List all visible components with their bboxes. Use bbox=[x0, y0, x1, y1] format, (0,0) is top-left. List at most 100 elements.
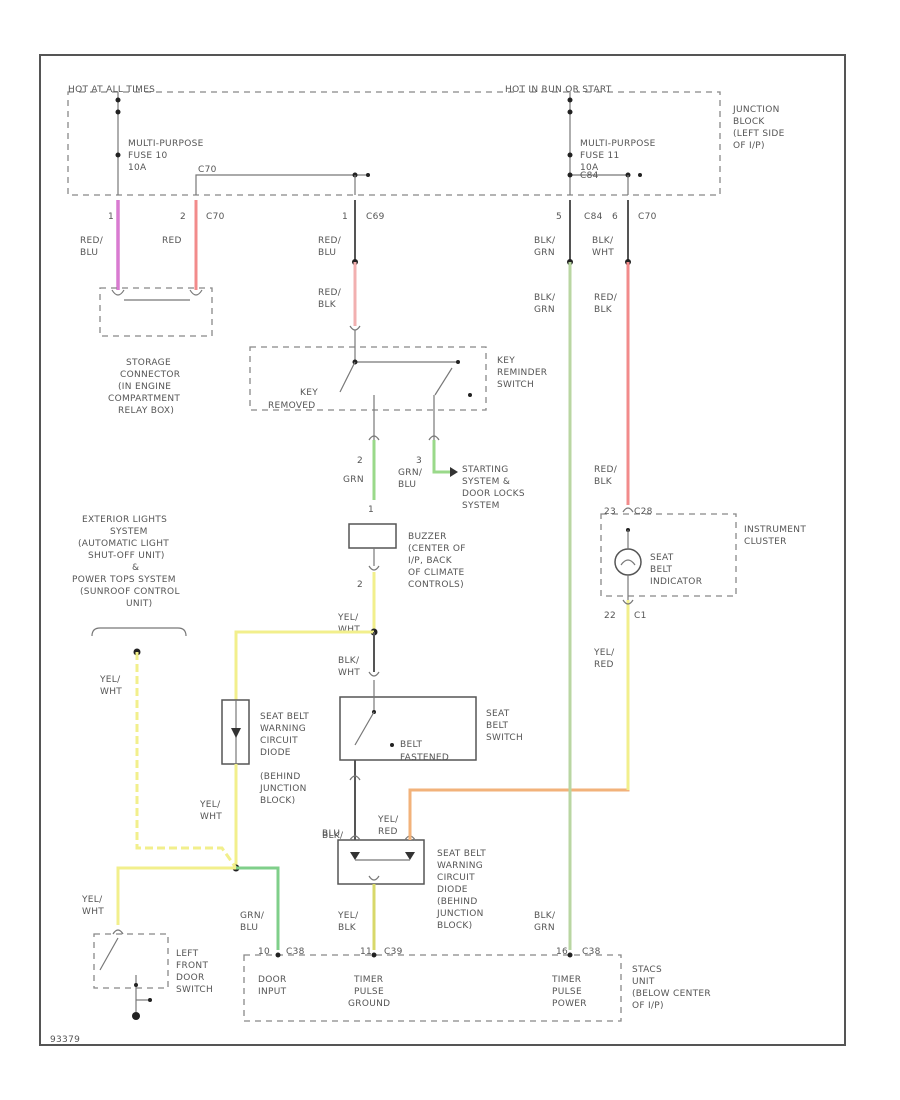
svg-text:YEL/: YEL/ bbox=[337, 911, 359, 921]
svg-text:BLU: BLU bbox=[398, 480, 416, 490]
key-removed-contact bbox=[339, 361, 356, 393]
seat-belt-switch-label: SEAT BELT SWITCH bbox=[486, 709, 523, 743]
svg-text:BLK/: BLK/ bbox=[534, 293, 556, 303]
svg-text:(AUTOMATIC LIGHT: (AUTOMATIC LIGHT bbox=[78, 539, 169, 549]
svg-text:WARNING: WARNING bbox=[437, 861, 483, 871]
svg-text:KEY: KEY bbox=[300, 388, 318, 398]
svg-text:BLOCK): BLOCK) bbox=[437, 921, 472, 931]
wire-label-yel-red-2: YEL/ RED bbox=[377, 815, 399, 837]
wire-label-red-blk-2: RED/ BLK bbox=[594, 293, 618, 315]
svg-text:SYSTEM: SYSTEM bbox=[110, 527, 148, 537]
connector-c70-b: C70 bbox=[638, 212, 657, 222]
svg-text:FUSE 10: FUSE 10 bbox=[128, 151, 168, 161]
svg-text:RED/: RED/ bbox=[594, 293, 618, 303]
svg-text:10A: 10A bbox=[128, 163, 147, 173]
wire-label-red: RED bbox=[162, 236, 182, 246]
wire-label-yel-red-1: YEL/ RED bbox=[593, 648, 615, 670]
junction-block-box bbox=[67, 91, 721, 196]
svg-text:CLUSTER: CLUSTER bbox=[744, 537, 787, 547]
wire-yel-red-orange bbox=[408, 600, 630, 840]
stacs-unit-box bbox=[243, 954, 622, 1022]
pin-2-buzzer: 2 bbox=[357, 580, 363, 590]
wire-label-red-blu-2: RED/ BLU bbox=[318, 236, 342, 258]
belt-switch-contact bbox=[354, 711, 375, 746]
svg-text:TIMER: TIMER bbox=[551, 975, 581, 985]
svg-text:MULTI-PURPOSE: MULTI-PURPOSE bbox=[580, 139, 656, 149]
svg-text:REMOVED: REMOVED bbox=[268, 401, 316, 411]
svg-text:WHT: WHT bbox=[338, 625, 360, 635]
svg-text:INPUT: INPUT bbox=[258, 987, 287, 997]
svg-text:YEL/: YEL/ bbox=[199, 800, 221, 810]
storage-connector-box bbox=[99, 287, 213, 337]
wire-label-blk-wht-2: BLK/ WHT bbox=[592, 236, 614, 258]
key-removed-label: KEY REMOVED bbox=[268, 388, 318, 411]
svg-text:BLOCK): BLOCK) bbox=[260, 796, 295, 806]
svg-text:PULSE: PULSE bbox=[552, 987, 582, 997]
seat-belt-switch-box bbox=[339, 696, 477, 761]
key-reminder-contact bbox=[434, 367, 453, 396]
instrument-cluster-box bbox=[600, 513, 737, 597]
svg-text:YEL/: YEL/ bbox=[593, 648, 615, 658]
storage-connector-label: STORAGE CONNECTOR (IN ENGINE COMPARTMENT… bbox=[108, 358, 180, 416]
svg-text:RED: RED bbox=[594, 660, 614, 670]
svg-text:SYSTEM: SYSTEM bbox=[462, 501, 500, 511]
diagram-frame bbox=[39, 54, 846, 1046]
svg-text:BLU: BLU bbox=[318, 248, 336, 258]
wire-yel-wht-ext bbox=[135, 652, 238, 869]
svg-text:FASTENED: FASTENED bbox=[400, 753, 449, 763]
blk-label-near-diode: BLK/ bbox=[322, 831, 344, 841]
svg-text:(IN ENGINE: (IN ENGINE bbox=[118, 382, 171, 392]
svg-text:RELAY BOX): RELAY BOX) bbox=[118, 406, 174, 416]
buzzer bbox=[348, 523, 397, 549]
svg-text:SWITCH: SWITCH bbox=[486, 733, 523, 743]
pin-1-b: 1 bbox=[342, 212, 348, 222]
svg-text:BLK: BLK bbox=[338, 923, 357, 933]
bus-c70-label: C70 bbox=[198, 165, 217, 175]
svg-text:RED: RED bbox=[378, 827, 398, 837]
pin-23: 23 bbox=[604, 507, 616, 517]
left-front-door-switch-box bbox=[93, 933, 169, 989]
key-reminder-switch-box bbox=[249, 346, 487, 411]
fuse-11: MULTI-PURPOSE FUSE 11 10A bbox=[567, 92, 656, 195]
svg-text:BELT: BELT bbox=[486, 721, 509, 731]
fuse-10: MULTI-PURPOSE FUSE 10 10A bbox=[115, 92, 203, 195]
svg-text:TIMER: TIMER bbox=[353, 975, 383, 985]
junction-block-label: JUNCTION BLOCK (LEFT SIDE OF I/P) bbox=[732, 105, 784, 151]
svg-text:STARTING: STARTING bbox=[462, 465, 509, 475]
pin-2-a: 2 bbox=[180, 212, 186, 222]
svg-text:WHT: WHT bbox=[100, 687, 122, 697]
svg-text:UNIT: UNIT bbox=[632, 977, 655, 987]
belt-fastened-label: BELT FASTENED bbox=[400, 740, 449, 763]
seat-belt-diode-1-label: SEAT BELT WARNING CIRCUIT DIODE (BEHIND … bbox=[259, 712, 309, 806]
svg-text:GRN/: GRN/ bbox=[398, 468, 423, 478]
svg-text:RED/: RED/ bbox=[318, 236, 342, 246]
wire-yel-wht-to-diode bbox=[234, 630, 374, 700]
svg-text:WHT: WHT bbox=[592, 248, 614, 258]
svg-text:YEL/: YEL/ bbox=[81, 895, 103, 905]
svg-text:(SUNROOF CONTROL: (SUNROOF CONTROL bbox=[80, 587, 180, 597]
svg-text:&: & bbox=[132, 563, 139, 573]
svg-text:INSTRUMENT: INSTRUMENT bbox=[744, 525, 806, 535]
svg-text:YEL/: YEL/ bbox=[337, 613, 359, 623]
svg-text:I/P, BACK: I/P, BACK bbox=[408, 556, 453, 566]
svg-text:RED/: RED/ bbox=[594, 465, 618, 475]
wire-label-grn: GRN bbox=[343, 475, 364, 485]
starting-system-label: STARTING SYSTEM & DOOR LOCKS SYSTEM bbox=[462, 465, 525, 511]
jb-bus-left bbox=[195, 174, 355, 195]
svg-text:GRN: GRN bbox=[534, 248, 555, 258]
svg-text:DIODE: DIODE bbox=[437, 885, 468, 895]
seat-belt-indicator-label: SEAT BELT INDICATOR bbox=[650, 553, 702, 587]
wire-label-yel-wht-1: YEL/ WHT bbox=[337, 613, 360, 635]
wire-yel-wht-door bbox=[116, 866, 236, 925]
wire-label-yel-wht-3: YEL/ WHT bbox=[199, 800, 222, 822]
svg-text:BLK/: BLK/ bbox=[338, 656, 360, 666]
svg-text:SWITCH: SWITCH bbox=[497, 380, 534, 390]
svg-text:JUNCTION: JUNCTION bbox=[732, 105, 780, 115]
connector-c28: C28 bbox=[634, 507, 653, 517]
hot-all-times-label: HOT AT ALL TIMES bbox=[68, 85, 155, 95]
svg-text:SEAT BELT: SEAT BELT bbox=[437, 849, 486, 859]
fuse11-sub-label: C84 bbox=[580, 171, 599, 181]
svg-text:SHUT-OFF UNIT): SHUT-OFF UNIT) bbox=[88, 551, 165, 561]
svg-text:WHT: WHT bbox=[338, 668, 360, 678]
